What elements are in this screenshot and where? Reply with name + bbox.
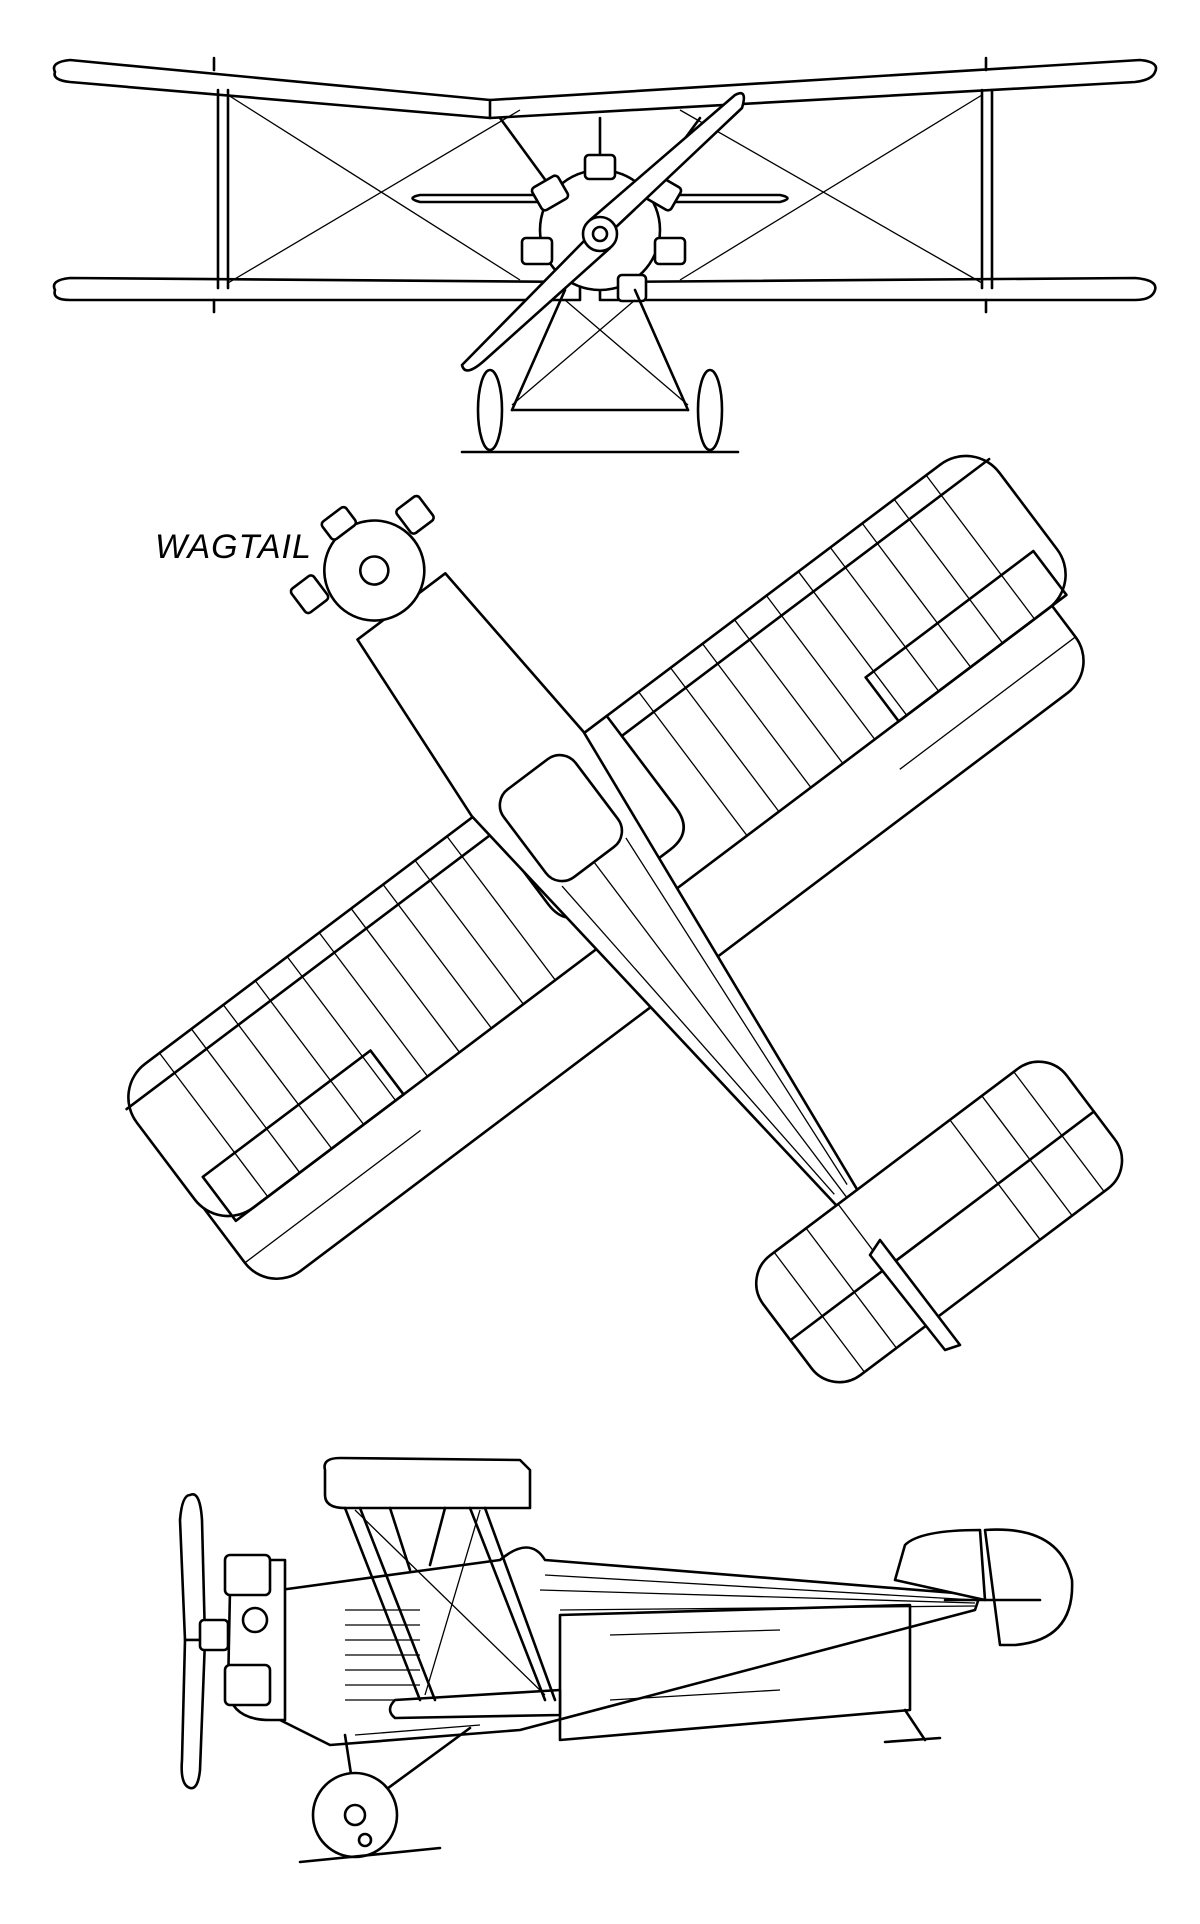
side-fuselage (278, 1546, 982, 1747)
plan-view (125, 454, 1124, 1384)
side-cowl-louvres (345, 1609, 420, 1701)
side-view (178, 1456, 1074, 1864)
front-undercarriage-left (510, 288, 567, 412)
side-strut-front (343, 1506, 422, 1702)
side-upper-wing (323, 1456, 532, 1510)
aircraft-name-label: WAGTAIL (155, 528, 312, 566)
plan-tailplane (754, 1060, 1124, 1384)
front-bracing-wire (227, 94, 521, 281)
front-spinner (581, 215, 619, 253)
side-propeller-upper (178, 1493, 207, 1642)
front-propeller-blade-upper (588, 91, 746, 230)
front-view (52, 56, 1158, 454)
front-propeller-blade-lower (460, 238, 612, 372)
side-strut-rear (468, 1506, 547, 1702)
front-wheel-left (476, 368, 504, 452)
side-ground-line (298, 1846, 442, 1864)
front-wheel-right (696, 368, 724, 452)
front-lower-wing-right (598, 276, 1157, 302)
plan-rudder (868, 1238, 962, 1352)
side-tail-skid (903, 1708, 927, 1742)
side-fin (893, 1528, 987, 1602)
plan-fuselage (289, 494, 879, 1239)
side-propeller-lower (180, 1638, 207, 1790)
front-upper-wing-left (52, 58, 492, 120)
front-lower-wing-left (52, 276, 582, 302)
plan-elevator-hinge (789, 1110, 1096, 1342)
side-rudder (983, 1528, 1074, 1647)
front-undercarriage-right (633, 288, 690, 412)
side-wheel (311, 1771, 399, 1859)
front-engine-cylinders (520, 153, 687, 303)
side-lower-wing (388, 1688, 562, 1720)
side-cylinder-bottom (223, 1663, 272, 1707)
front-tailplane (411, 193, 789, 204)
side-cylinder-top (223, 1553, 272, 1597)
side-spinner (198, 1618, 230, 1652)
front-upper-wing-right (488, 58, 1158, 120)
plan-aileron-right (864, 549, 1068, 723)
plan-aileron-left (201, 1049, 405, 1223)
